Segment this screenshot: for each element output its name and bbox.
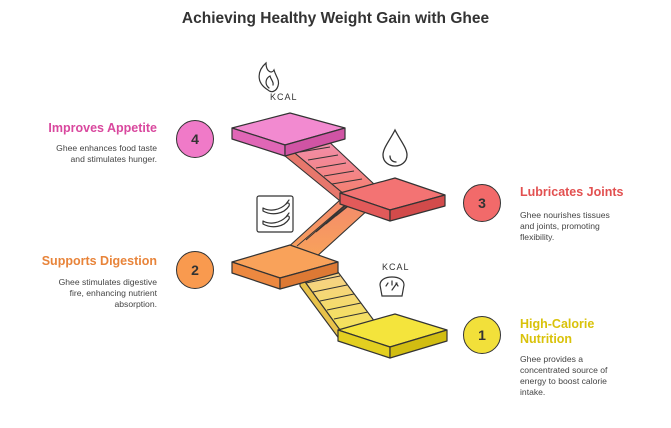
step-1-badge: 1 bbox=[463, 316, 501, 354]
page-title: Achieving Healthy Weight Gain with Ghee bbox=[181, 10, 490, 27]
step-4-title: Improves Appetite bbox=[48, 121, 157, 135]
step-2-description: Ghee stimulates digestive fire, enhancin… bbox=[58, 277, 157, 309]
chili-peppers-icon bbox=[256, 195, 294, 233]
step-1-description: Ghee provides a concentrated source of e… bbox=[520, 354, 608, 397]
scale-kcal-label: KCAL bbox=[382, 262, 410, 272]
flame-kcal-label: KCAL bbox=[270, 92, 298, 102]
platform-1 bbox=[337, 313, 448, 359]
step-4-badge: 4 bbox=[176, 120, 214, 158]
scale-kcal-icon bbox=[379, 276, 405, 297]
step-1-title: High-Calorie Nutrition bbox=[520, 317, 595, 346]
flame-kcal-icon bbox=[258, 61, 280, 93]
step-2-title: Supports Digestion bbox=[41, 254, 157, 268]
step-3-badge: 3 bbox=[463, 184, 501, 222]
step-3-description: Ghee nourishes tissues and joints, promo… bbox=[520, 210, 610, 242]
platform-3 bbox=[339, 177, 446, 222]
step-3-title: Lubricates Joints bbox=[520, 185, 624, 199]
platform-2 bbox=[231, 244, 339, 290]
step-4-description: Ghee enhances food taste and stimulates … bbox=[56, 143, 157, 164]
platform-4 bbox=[231, 112, 346, 157]
drop-icon bbox=[382, 128, 408, 167]
step-2-badge: 2 bbox=[176, 251, 214, 289]
